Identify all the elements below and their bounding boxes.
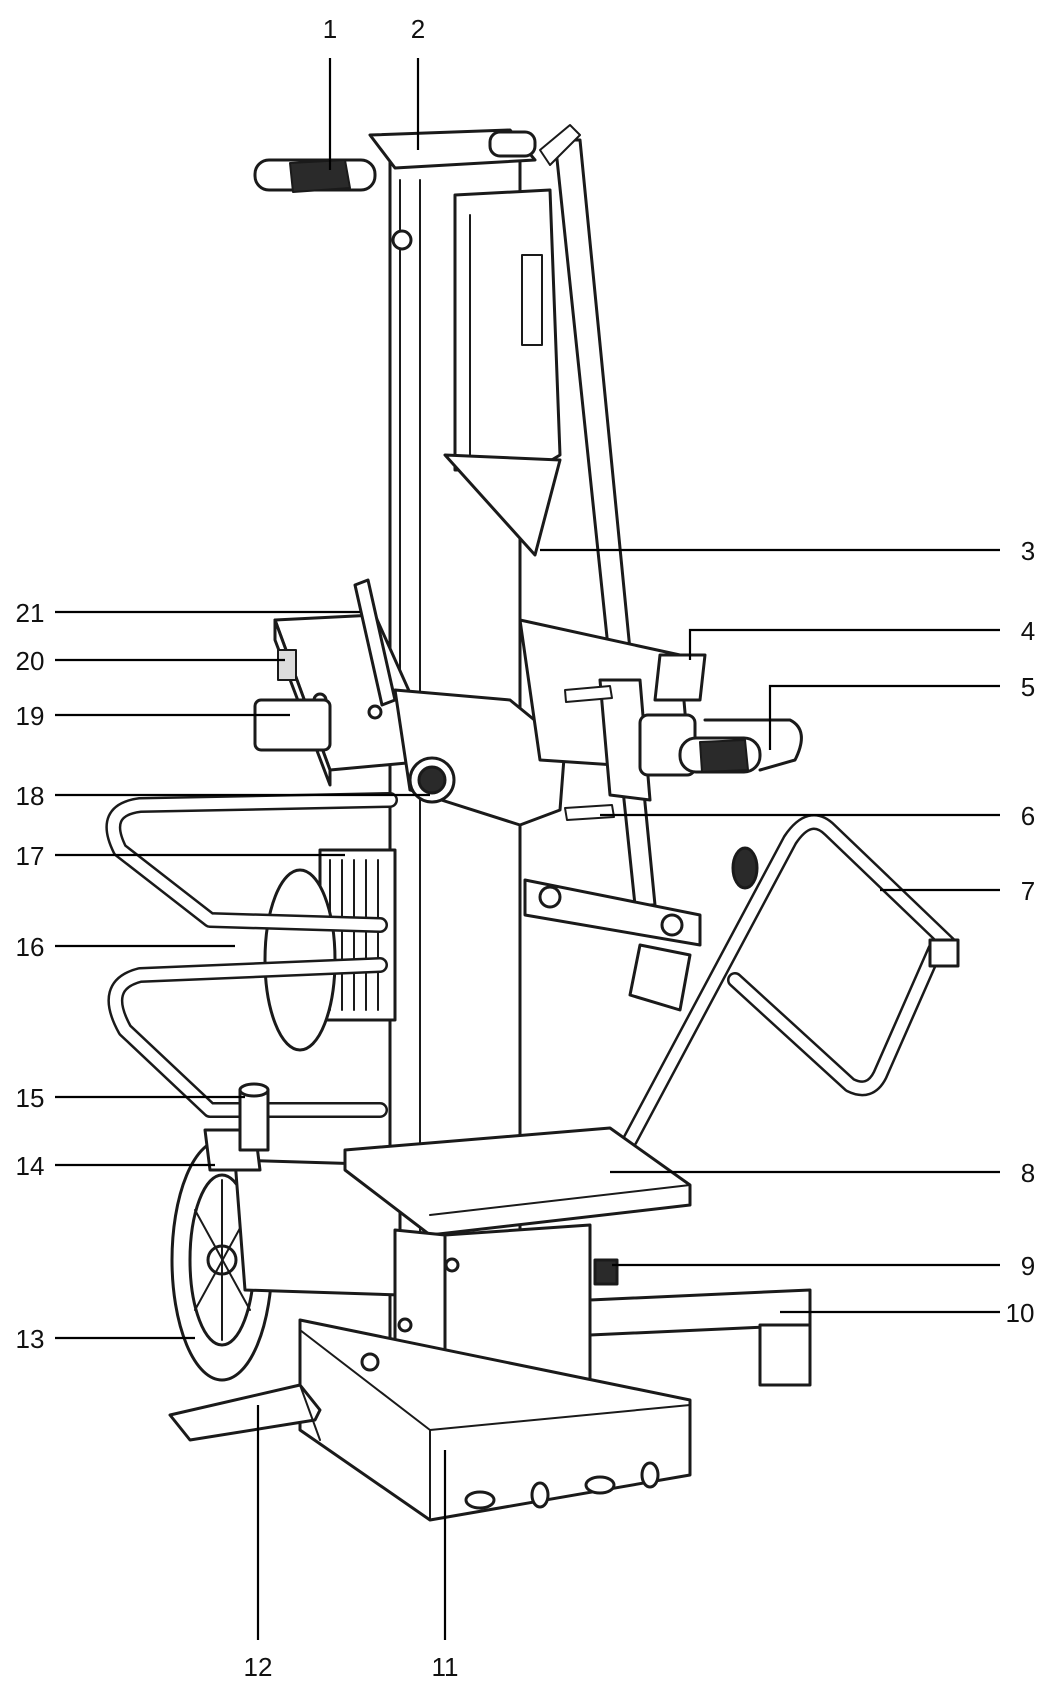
column-hole: [391, 229, 413, 251]
tilt-arm-pivot: [660, 913, 684, 937]
callout-14: 14: [16, 1151, 45, 1181]
foot-lever-edge: [299, 1384, 321, 1441]
hydraulic-knob-core: [417, 765, 447, 795]
callout-5: 5: [1021, 672, 1035, 702]
right-guard-plate: [653, 653, 707, 702]
tilt-arm: [523, 878, 702, 947]
table-edge: [429, 1184, 691, 1216]
callout-11: 11: [432, 1652, 459, 1682]
base-hole: [584, 1475, 616, 1495]
base-bolt: [360, 1352, 380, 1372]
callout-16: 16: [16, 932, 45, 962]
callout-1: 1: [323, 14, 337, 44]
ram-slot: [521, 254, 543, 346]
cradle-frame-inner-inner: [729, 944, 941, 1094]
callout-leader-lines: [55, 58, 1000, 1640]
callout-3: 3: [1021, 536, 1035, 566]
callout-20: 20: [16, 646, 45, 676]
upright-post-top: [238, 1082, 270, 1098]
top-clamp: [539, 124, 581, 166]
cradle-knob: [731, 846, 759, 890]
splitting-wedge: [443, 453, 562, 557]
callout-6: 6: [1021, 801, 1035, 831]
base-hole: [530, 1481, 550, 1509]
base-hole: [640, 1461, 660, 1489]
upright-post: [238, 1088, 270, 1152]
leader-4: [688, 628, 1000, 660]
callout-15: 15: [16, 1083, 45, 1113]
callout-17: 17: [16, 841, 45, 871]
leader-5: [768, 684, 1000, 750]
upper-comb: [564, 685, 613, 703]
callout-12: 12: [244, 1652, 273, 1682]
callout-19: 19: [16, 701, 45, 731]
cradle-frame-outer-inner: [624, 816, 956, 1146]
top-handle-knurl: [289, 159, 351, 193]
callout-10: 10: [1006, 1298, 1035, 1328]
column-bolt: [444, 1257, 460, 1273]
housing-bolt: [367, 704, 383, 720]
support-foot: [758, 1323, 812, 1387]
cradle-end-cap: [928, 938, 960, 968]
foot-lever: [168, 1383, 322, 1442]
callout-13: 13: [16, 1324, 45, 1354]
log-splitter-illustration: [105, 124, 960, 1522]
callout-4: 4: [1021, 616, 1035, 646]
tilt-arm-pivot: [538, 885, 562, 909]
lower-handlebar-inner: [110, 959, 386, 1116]
callout-9: 9: [1021, 1251, 1035, 1281]
locking-pin: [593, 1258, 619, 1286]
upper-handlebar-inner: [107, 794, 396, 931]
left-side-plate: [253, 698, 332, 752]
top-right-knob: [488, 130, 537, 158]
left-housing-slot: [277, 649, 297, 681]
callout-8: 8: [1021, 1158, 1035, 1188]
right-handle-knurl: [699, 739, 749, 773]
callout-2: 2: [411, 14, 425, 44]
right-handle-loop: [703, 718, 803, 772]
callout-7: 7: [1021, 876, 1035, 906]
lower-comb: [564, 804, 615, 821]
cradle-foot: [628, 943, 692, 1012]
base-hole: [464, 1490, 496, 1510]
callout-21: 21: [16, 598, 45, 628]
work-table: [343, 1126, 692, 1237]
column-bolt: [397, 1317, 413, 1333]
callout-18: 18: [16, 781, 45, 811]
right-lever-bracket: [598, 678, 652, 802]
callout-numbers: 1 2 3 4 5 6 7 8 9 10 11 12 13 14 15 16 1…: [16, 14, 1036, 1682]
